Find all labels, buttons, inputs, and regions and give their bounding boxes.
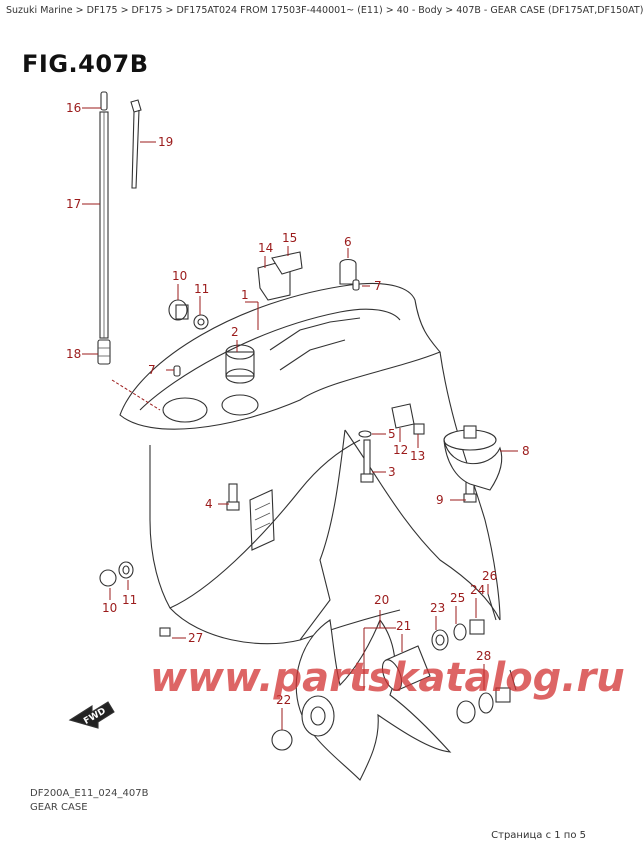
diagram-caption: GEAR CASE [30,802,88,813]
callout-labels: 16 19 17 18 10 11 1 2 7 14 15 6 7 5 12 1… [66,101,530,707]
callout-9: 9 [436,493,444,507]
bracket-part [391,403,425,435]
callout-21: 21 [396,619,411,633]
pagination: Страница с 1 по 5 [491,830,586,841]
callout-5: 5 [388,427,396,441]
cotter-pin [487,593,497,621]
callout-7-left: 7 [148,363,156,377]
washer [453,623,467,641]
callout-4: 4 [205,497,213,511]
plug-washer-upper [168,299,209,330]
callout-11-lower: 11 [122,593,137,607]
callout-27: 27 [188,631,203,645]
callout-12: 12 [393,443,408,457]
propeller [295,618,452,781]
callout-18: 18 [66,347,81,361]
callout-7-right: 7 [374,279,382,293]
plate-part [257,251,303,301]
callout-16: 16 [66,101,81,115]
callout-20: 20 [374,593,389,607]
callout-23: 23 [430,601,445,615]
callout-28: 28 [476,649,491,663]
spacer-bore [435,634,445,646]
callout-25: 25 [450,591,465,605]
callout-2: 2 [231,325,239,339]
nut [469,619,485,635]
callout-17: 17 [66,197,81,211]
callout-15: 15 [282,231,297,245]
spacer [431,629,449,651]
gear-case-housing [119,282,501,645]
callout-10-upper: 10 [172,269,187,283]
fwd-arrow: FWD [68,701,115,729]
diagram-code: DF200A_E11_024_407B [30,788,149,799]
callout-22: 22 [276,693,291,707]
callout-11-upper: 11 [194,282,209,296]
callout-26: 26 [482,569,497,583]
trim-tab [443,425,503,491]
bushing [381,645,431,691]
figure-title: FIG.407B [22,50,149,78]
callout-8: 8 [522,444,530,458]
callout-24: 24 [470,583,485,597]
cable-tie [130,99,142,189]
callout-13: 13 [410,449,425,463]
plug-washer-lower [99,561,134,587]
callout-3: 3 [388,465,396,479]
callout-14: 14 [258,241,273,255]
bolts [159,279,477,637]
shift-rod [97,91,111,365]
exploded-parts-diagram: FWD [66,91,530,781]
callout-19: 19 [158,135,173,149]
callout-10-lower: 10 [102,601,117,615]
watermark: www.partskatalog.ru [150,655,625,701]
propeller-kit [271,669,517,751]
callout-6: 6 [344,235,352,249]
callout-1: 1 [241,288,249,302]
breadcrumb: Suzuki Marine > DF175 > DF175 > DF175AT0… [6,5,643,16]
leader-lines [82,107,518,730]
